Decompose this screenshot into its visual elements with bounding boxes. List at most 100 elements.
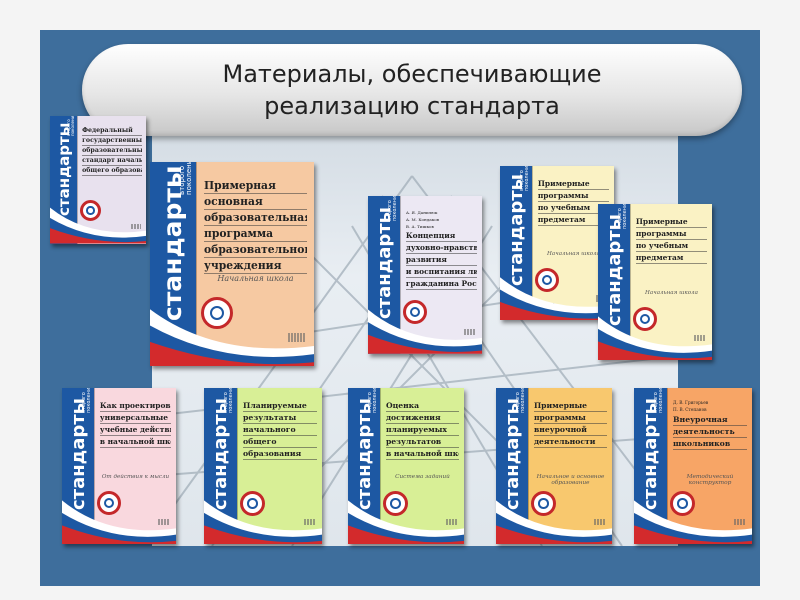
spine-series-title: стандарты: [68, 398, 89, 510]
book-part-label: Часть 2: [537, 303, 555, 310]
emblem-icon: [240, 491, 265, 516]
emblem-icon: [383, 491, 408, 516]
spine-series-title: стандарты: [210, 398, 231, 510]
book-title-line: образовательного: [204, 243, 307, 259]
spine-series-subtitle: второго поколения: [81, 388, 93, 413]
spine-series-subtitle: второго поколения: [515, 388, 527, 413]
book-title-line: результаты: [243, 412, 317, 425]
book-title-line: внеурочной: [533, 424, 608, 437]
spine-series-subtitle: второго поколения: [178, 162, 194, 195]
book-title-line: и воспитания личности: [405, 266, 478, 278]
spine-series-title: стандарты: [374, 207, 395, 319]
book-title-line: по учебным: [537, 202, 610, 215]
book-title-line: результатов: [385, 436, 460, 449]
book-subtitle: Начальная школа: [645, 289, 698, 296]
book-title-line: Планируемые: [243, 400, 317, 413]
book-title-line: достижения: [385, 412, 460, 425]
spine-series-subtitle: второго поколения: [387, 196, 399, 221]
emblem-icon: [403, 300, 427, 324]
spine-series-title: стандарты: [55, 122, 73, 216]
emblem-icon: [535, 268, 559, 292]
publisher-logo: [288, 333, 305, 342]
book-title-line: предметам: [537, 214, 610, 227]
book-subtitle: От действия к мысли: [101, 473, 170, 480]
spine-series-subtitle: второго поколения: [519, 166, 531, 191]
emblem-icon: [201, 297, 233, 329]
book-title-line: школьников: [673, 438, 747, 451]
publisher-logo: [464, 328, 476, 336]
book-title-line: духовно-нравственного: [405, 242, 478, 254]
book-author: В. А. Тишков: [405, 223, 434, 229]
book-title-line: по учебным: [635, 240, 708, 253]
book-title-line: развития: [405, 254, 478, 266]
book-title-line: образовательная: [204, 211, 307, 227]
book-title-line: Примерные: [635, 216, 708, 229]
book-part-label: Часть 2: [385, 527, 403, 534]
spine-series-subtitle: второго поколения: [223, 388, 235, 413]
book-title-line: универсальные: [99, 412, 172, 425]
publisher-logo: [593, 519, 606, 526]
book-title-line: общего образования: [82, 167, 142, 177]
book-title-line: гражданина России: [405, 278, 478, 290]
book-subtitle: Начальная школа: [217, 274, 294, 284]
book-title-line: начального: [243, 424, 317, 437]
book-cover: Как проектироватьуниверсальныеучебные де…: [94, 388, 176, 544]
book-author: А. М. Кондаков: [405, 216, 440, 222]
title-line-1: Материалы, обеспечивающие: [222, 60, 602, 88]
book-title-line: предметам: [635, 252, 708, 265]
book-title-line: в начальной школе: [385, 449, 460, 461]
book-author: П. В. Степанов: [673, 408, 707, 414]
spine-series-subtitle: второго поколения: [367, 388, 379, 413]
book-title-line: учреждения: [204, 258, 307, 275]
publisher-logo: [445, 519, 458, 526]
title-line-2: реализацию стандарта: [264, 92, 560, 120]
book-title-line: деятельность: [673, 426, 747, 439]
book-title-line: Концепция: [405, 230, 478, 242]
spine-series-subtitle: второго поколения: [66, 116, 76, 136]
title-banner: Материалы, обеспечивающие реализацию ста…: [82, 44, 742, 136]
spine-series-title: стандарты: [640, 398, 661, 510]
emblem-icon: [80, 200, 101, 221]
book-author: Д. В. Григорьев: [673, 401, 709, 407]
book-title-line: Примерная: [204, 178, 307, 195]
book-title-line: Примерные: [537, 178, 610, 191]
emblem-icon: [633, 307, 657, 331]
book-uud: Как проектироватьуниверсальныеучебные де…: [62, 388, 176, 544]
spine-series-title: стандарты: [502, 398, 523, 510]
book-subtitle: Методический конструктор: [686, 473, 734, 486]
book-title-line: программа: [204, 226, 307, 243]
book-title-line: в начальной школе: [99, 437, 172, 449]
publisher-logo: [158, 519, 170, 526]
emblem-icon: [97, 491, 121, 515]
book-title-line: образования: [243, 448, 317, 461]
publisher-logo: [131, 223, 141, 229]
book-title-line: Оценка: [385, 400, 460, 413]
spine-series-subtitle: второго поколения: [617, 204, 629, 229]
book-title-line: государственный: [82, 137, 142, 147]
publisher-logo: [733, 519, 746, 526]
book-subtitle: Начальное и основное образование: [536, 473, 605, 486]
book-title-line: Федеральный: [82, 126, 142, 137]
spine-series-subtitle: второго поколения: [653, 388, 665, 413]
book-part-label: Часть 1: [635, 343, 653, 350]
book-title-line: Как проектировать: [99, 401, 172, 413]
book-author: А. Я. Данилюк: [405, 209, 438, 215]
emblem-icon: [670, 491, 695, 516]
